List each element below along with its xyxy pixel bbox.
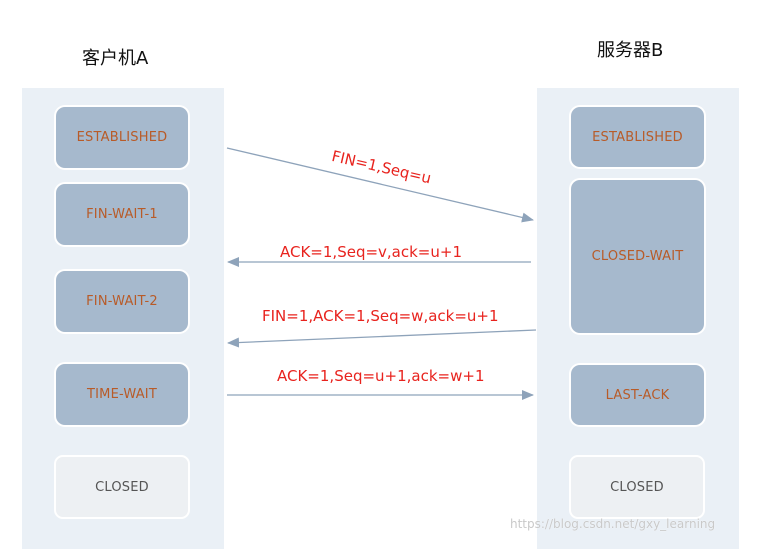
arrow-fin-client-to-server (226, 147, 534, 223)
client-state-fin-wait-2: FIN-WAIT-2 (56, 271, 188, 332)
client-state-fin-wait-1: FIN-WAIT-1 (56, 184, 188, 245)
arrow-fin-ack-server-to-client (227, 329, 537, 348)
client-state-time-wait: TIME-WAIT (56, 364, 188, 425)
client-state-established: ESTABLISHED (56, 107, 188, 168)
server-state-closed-wait: CLOSED-WAIT (571, 180, 704, 333)
message-label-ack-1: ACK=1,Seq=v,ack=u+1 (280, 243, 462, 261)
watermark: https://blog.csdn.net/gxy_learning (510, 517, 716, 531)
message-label-ack-2: ACK=1,Seq=u+1,ack=w+1 (277, 367, 485, 385)
server-state-established: ESTABLISHED (571, 107, 704, 167)
message-label-fin-ack: FIN=1,ACK=1,Seq=w,ack=u+1 (262, 307, 499, 325)
client-title: 客户机A (82, 48, 149, 69)
server-state-closed: CLOSED (569, 455, 705, 519)
client-state-closed: CLOSED (54, 455, 190, 519)
server-state-last-ack: LAST-ACK (571, 365, 704, 425)
server-title: 服务器B (597, 40, 664, 61)
